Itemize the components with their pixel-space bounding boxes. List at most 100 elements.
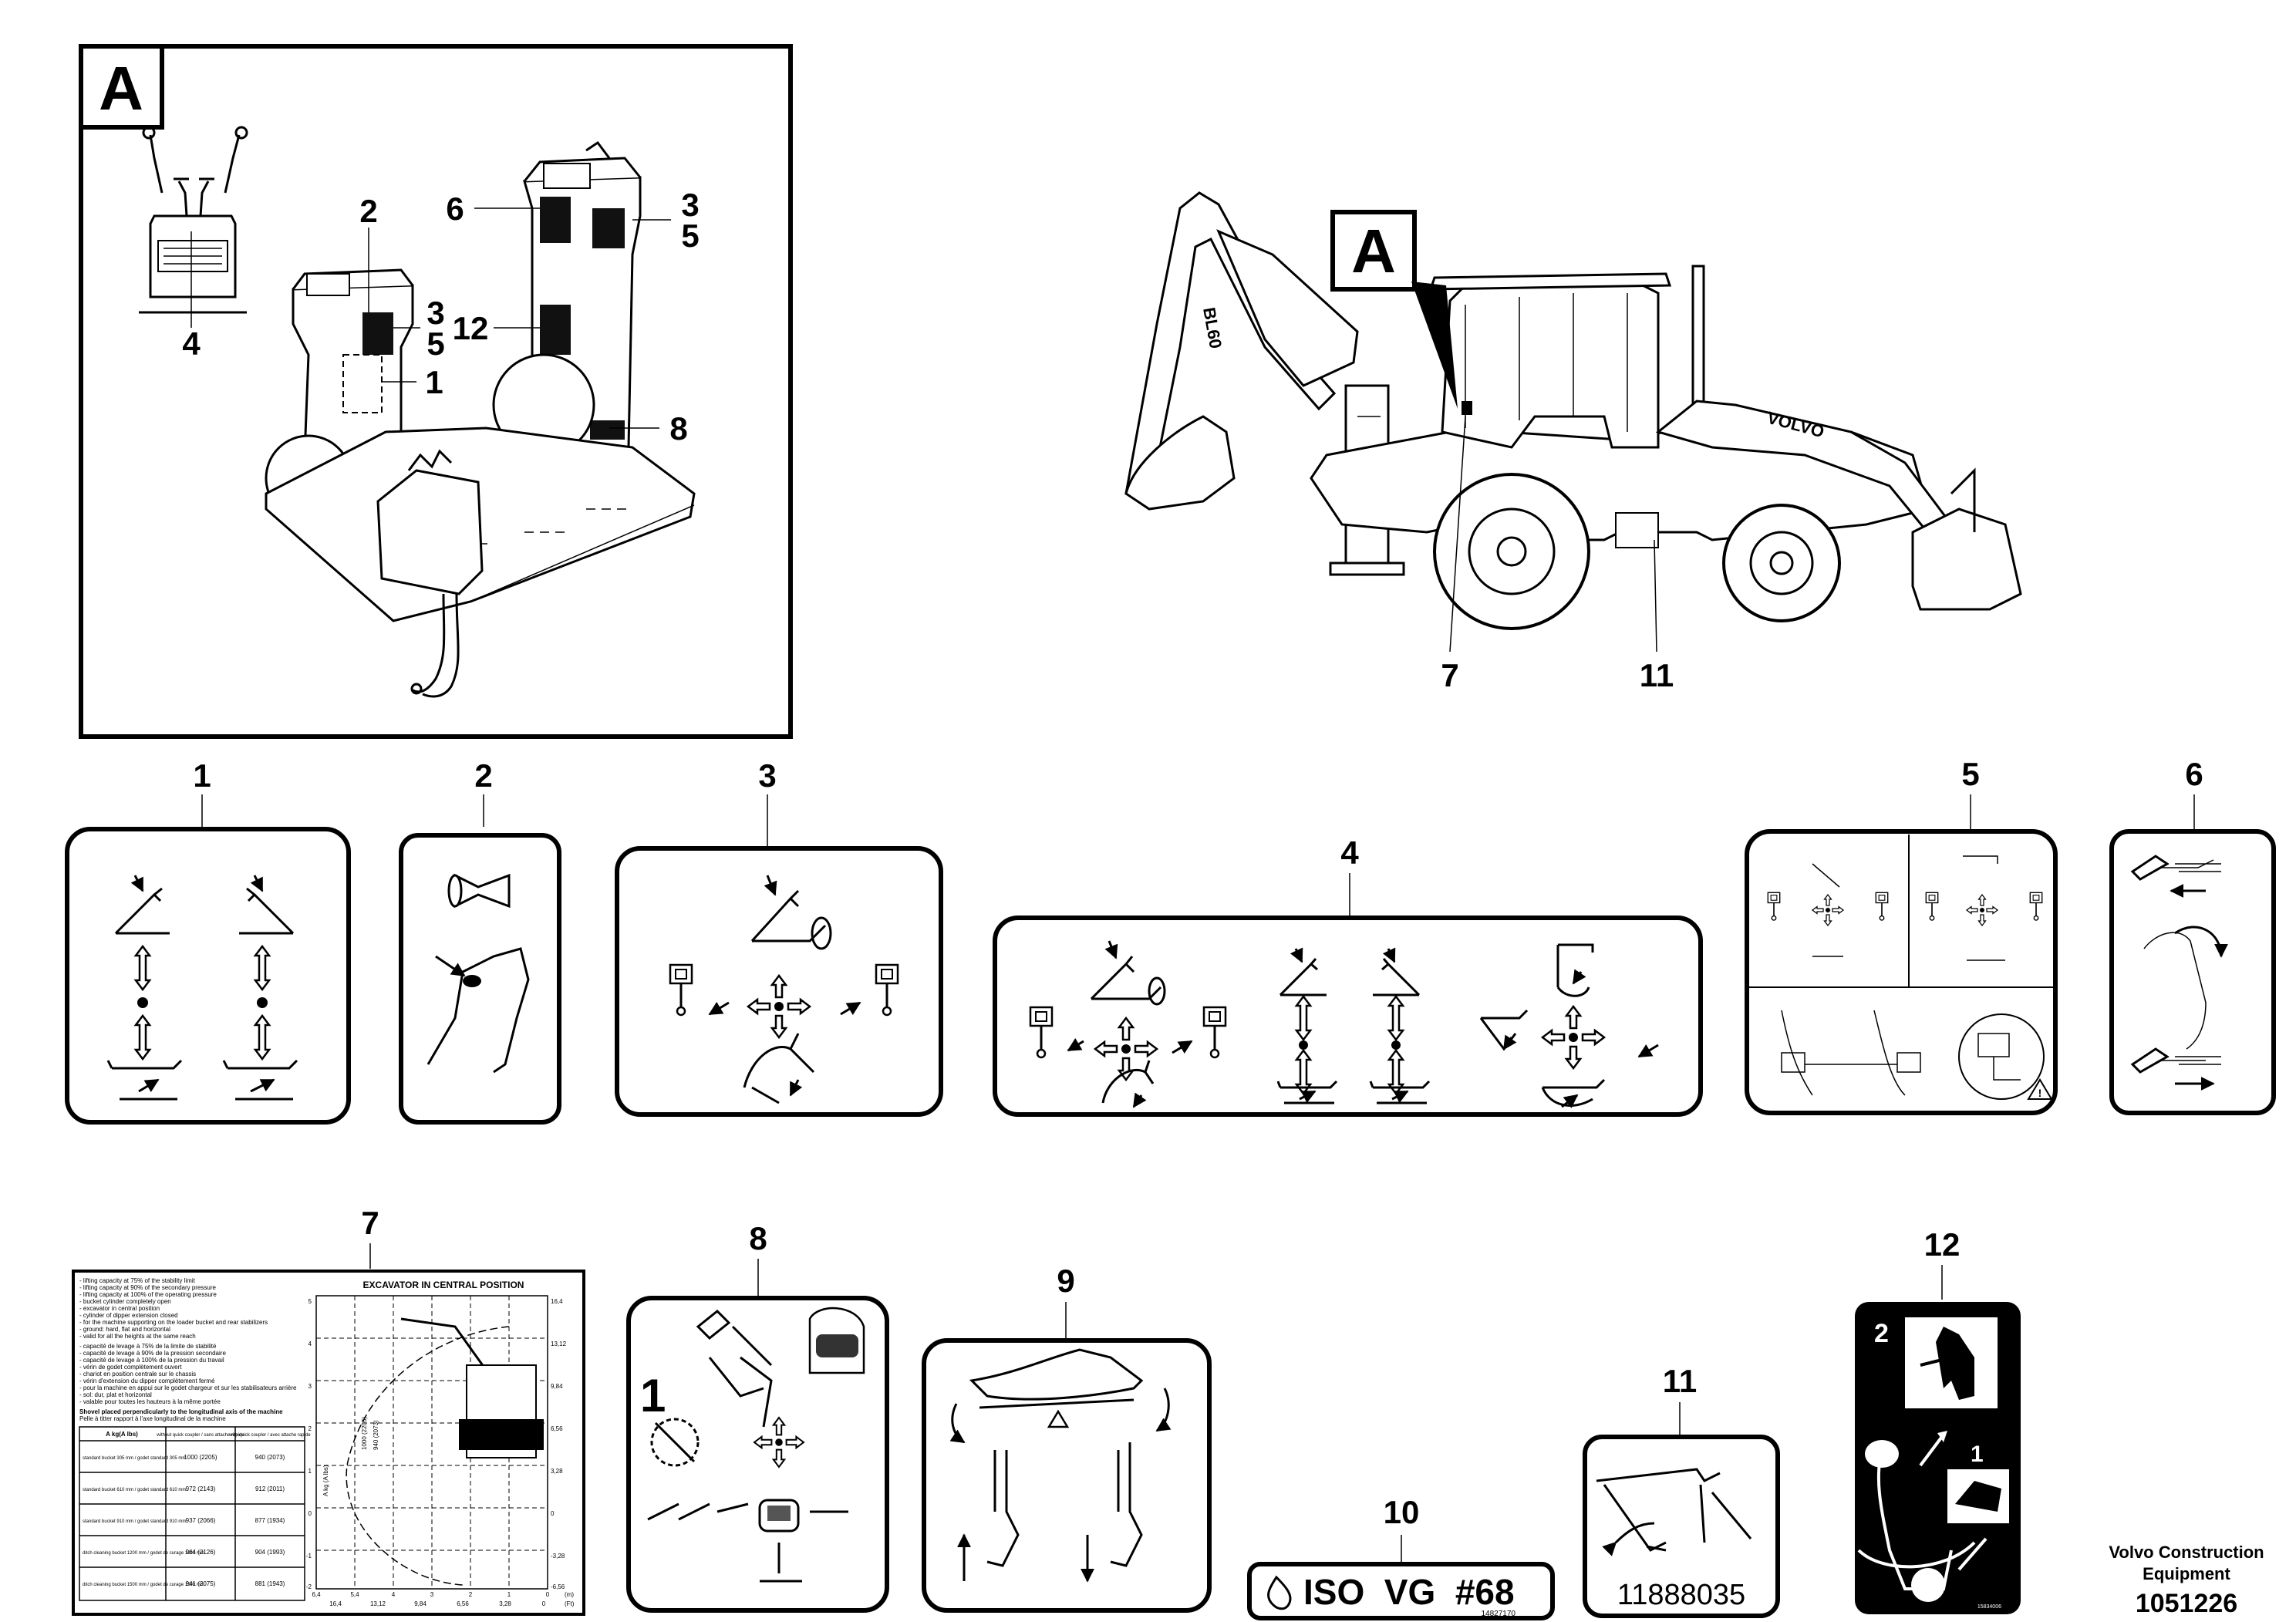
detail-a-panel: A bbox=[79, 44, 793, 739]
svg-text:937 (2066): 937 (2066) bbox=[186, 1517, 216, 1524]
svg-text:- lifting capacity at 90% of t: - lifting capacity at 90% of the seconda… bbox=[79, 1284, 217, 1291]
control-levers bbox=[139, 126, 248, 314]
svg-text:13,12: 13,12 bbox=[551, 1340, 567, 1347]
svg-text:6,56: 6,56 bbox=[551, 1425, 563, 1432]
decal-3: 3 bbox=[615, 757, 943, 1117]
decal-8: 8 1 bbox=[626, 1220, 889, 1613]
decal12-step1: 1 bbox=[1971, 1442, 1984, 1467]
svg-text:1: 1 bbox=[308, 1468, 312, 1475]
svg-text:941 (2075): 941 (2075) bbox=[186, 1580, 216, 1587]
svg-text:5: 5 bbox=[426, 325, 444, 362]
svg-text:940 (2073): 940 (2073) bbox=[255, 1454, 285, 1461]
svg-text:5,4: 5,4 bbox=[350, 1591, 359, 1598]
svg-text:3: 3 bbox=[308, 1383, 312, 1390]
svg-text:- chariot en position centrale: - chariot en position centrale sur le ch… bbox=[79, 1371, 196, 1378]
svg-text:without quick coupler / sans a: without quick coupler / sans attache rap… bbox=[156, 1433, 244, 1438]
svg-text:- vérin de godet complètement: - vérin de godet complètement ouvert bbox=[79, 1364, 182, 1371]
decal-6: 6 bbox=[2109, 756, 2276, 1115]
svg-text:- valable pour toutes les haut: - valable pour toutes les hauteurs à la … bbox=[79, 1398, 221, 1405]
decal-7: 7 EXCAVATOR IN CENTRAL POSITION - liftin… bbox=[72, 1205, 585, 1616]
footer-company-line2: Equipment bbox=[2143, 1564, 2230, 1583]
svg-text:with quick coupler / avec atta: with quick coupler / avec attache rapide bbox=[228, 1433, 311, 1438]
svg-text:4: 4 bbox=[1340, 835, 1359, 871]
decal12-code: 15834006 bbox=[1977, 1604, 2001, 1610]
svg-text:- lifting capacity at 100% of: - lifting capacity at 100% of the operat… bbox=[79, 1291, 217, 1298]
decal-2: 2 bbox=[399, 757, 561, 1125]
svg-text:10: 10 bbox=[1384, 1494, 1420, 1530]
svg-text:9,84: 9,84 bbox=[414, 1600, 426, 1607]
svg-text:A kg (A lbs): A kg (A lbs) bbox=[322, 1465, 329, 1496]
footer-doc-number: 1051226 bbox=[2136, 1589, 2237, 1618]
svg-text:1: 1 bbox=[507, 1591, 511, 1598]
svg-text:- valid for all the heights at: - valid for all the heights at the same … bbox=[79, 1333, 196, 1340]
svg-text:- for the machine supporting o: - for the machine supporting on the load… bbox=[79, 1319, 268, 1326]
decal-9: 9 bbox=[922, 1263, 1212, 1613]
decal-11: 11 11888035 bbox=[1583, 1363, 1780, 1618]
svg-text:1000 (2205): 1000 (2205) bbox=[184, 1454, 217, 1461]
svg-text:12: 12 bbox=[453, 310, 489, 346]
backhoe-loader: BL60 VOLVO VOLVO A bbox=[1124, 191, 2022, 693]
svg-text:0: 0 bbox=[551, 1510, 555, 1517]
svg-text:6: 6 bbox=[446, 191, 464, 227]
callout-11: 11 bbox=[1640, 657, 1674, 693]
svg-text:6,56: 6,56 bbox=[457, 1600, 469, 1607]
floor-plate bbox=[265, 427, 696, 698]
svg-text:3: 3 bbox=[426, 295, 444, 331]
detail-callouts: 4 2 3 5 1 6 3 5 12 8 bbox=[182, 187, 699, 447]
decal10-text: ISO VG #68 bbox=[1303, 1572, 1515, 1612]
svg-text:1: 1 bbox=[640, 1370, 666, 1421]
svg-text:1: 1 bbox=[425, 364, 443, 400]
svg-text:5: 5 bbox=[1961, 756, 1979, 792]
svg-text:4: 4 bbox=[392, 1591, 396, 1598]
svg-text:16,4: 16,4 bbox=[329, 1600, 342, 1607]
decal7-axes: 5 4 3 2 1 0 -1 -2 16,4 13,12 9,84 6,56 3… bbox=[306, 1298, 575, 1607]
svg-text:881 (1943): 881 (1943) bbox=[255, 1580, 285, 1587]
decal-10: 10 ISO VG #68 14827170 bbox=[1247, 1494, 1555, 1620]
svg-text:6: 6 bbox=[2185, 756, 2203, 792]
svg-text:Shovel placed perpendicularly: Shovel placed perpendicularly to the lon… bbox=[79, 1408, 283, 1415]
svg-text:912 (2011): 912 (2011) bbox=[255, 1485, 285, 1492]
boom-model-text: BL60 bbox=[1199, 306, 1226, 350]
svg-text:3,28: 3,28 bbox=[551, 1468, 563, 1475]
decal11-code: 11888035 bbox=[1617, 1579, 1745, 1611]
svg-text:1: 1 bbox=[193, 757, 211, 794]
svg-text:5: 5 bbox=[681, 218, 699, 254]
decal-5: 5 ! bbox=[1745, 756, 2058, 1115]
svg-text:- capacité de levage à 100% de: - capacité de levage à 100% de la pressi… bbox=[79, 1357, 224, 1364]
svg-text:- excavator in central positio: - excavator in central position bbox=[79, 1305, 160, 1312]
svg-text:- pour la machine en appui sur: - pour la machine en appui sur le godet … bbox=[79, 1384, 297, 1391]
decal-4: 4 bbox=[993, 835, 1703, 1117]
oil-drop-icon bbox=[1267, 1575, 1292, 1610]
svg-text:8: 8 bbox=[749, 1220, 767, 1256]
svg-text:2: 2 bbox=[308, 1425, 312, 1432]
decal-12: 12 2 1 15834006 bbox=[1855, 1226, 2021, 1614]
svg-text:- sol: dur, plat et horizontal: - sol: dur, plat et horizontal bbox=[79, 1391, 152, 1398]
svg-text:- lifting capacity at 75% of t: - lifting capacity at 75% of the stabili… bbox=[79, 1277, 196, 1284]
footer: Volvo Construction Equipment 1051226 bbox=[2109, 1543, 2264, 1618]
svg-text:904 (1993): 904 (1993) bbox=[255, 1549, 285, 1556]
svg-text:877 (1934): 877 (1934) bbox=[255, 1517, 285, 1524]
svg-text:(Ft): (Ft) bbox=[565, 1600, 575, 1607]
svg-text:- cylinder of dipper extension: - cylinder of dipper extension closed bbox=[79, 1312, 178, 1319]
svg-text:16,4: 16,4 bbox=[551, 1298, 563, 1305]
svg-text:11: 11 bbox=[1663, 1363, 1697, 1399]
svg-text:-1: -1 bbox=[306, 1553, 312, 1560]
svg-text:13,12: 13,12 bbox=[370, 1600, 386, 1607]
decal7-title: EXCAVATOR IN CENTRAL POSITION bbox=[363, 1280, 524, 1290]
svg-text:- ground: hard, flat and horiz: - ground: hard, flat and horizontal bbox=[79, 1326, 170, 1333]
svg-text:6,4: 6,4 bbox=[312, 1591, 321, 1598]
svg-text:3,28: 3,28 bbox=[499, 1600, 511, 1607]
decal7-notes: - lifting capacity at 75% of the stabili… bbox=[79, 1277, 297, 1422]
machine-a-label: A bbox=[1351, 217, 1396, 285]
decal10-code: 14827170 bbox=[1482, 1610, 1516, 1618]
svg-text:3: 3 bbox=[758, 757, 776, 794]
horn-icon bbox=[447, 873, 511, 909]
svg-text:0: 0 bbox=[542, 1600, 546, 1607]
svg-text:0: 0 bbox=[546, 1591, 550, 1598]
svg-text:ditch cleaning bucket 1500 mm: ditch cleaning bucket 1500 mm / godet de… bbox=[83, 1583, 204, 1587]
svg-text:2: 2 bbox=[474, 757, 492, 794]
decal7-grid: A kg (A lbs) 1000 (2205) 940 (2073) bbox=[315, 1295, 548, 1590]
svg-text:(m): (m) bbox=[565, 1591, 574, 1598]
svg-text:Pelle à titter rapport à l'axe: Pelle à titter rapport à l'axe longitudi… bbox=[79, 1415, 226, 1422]
